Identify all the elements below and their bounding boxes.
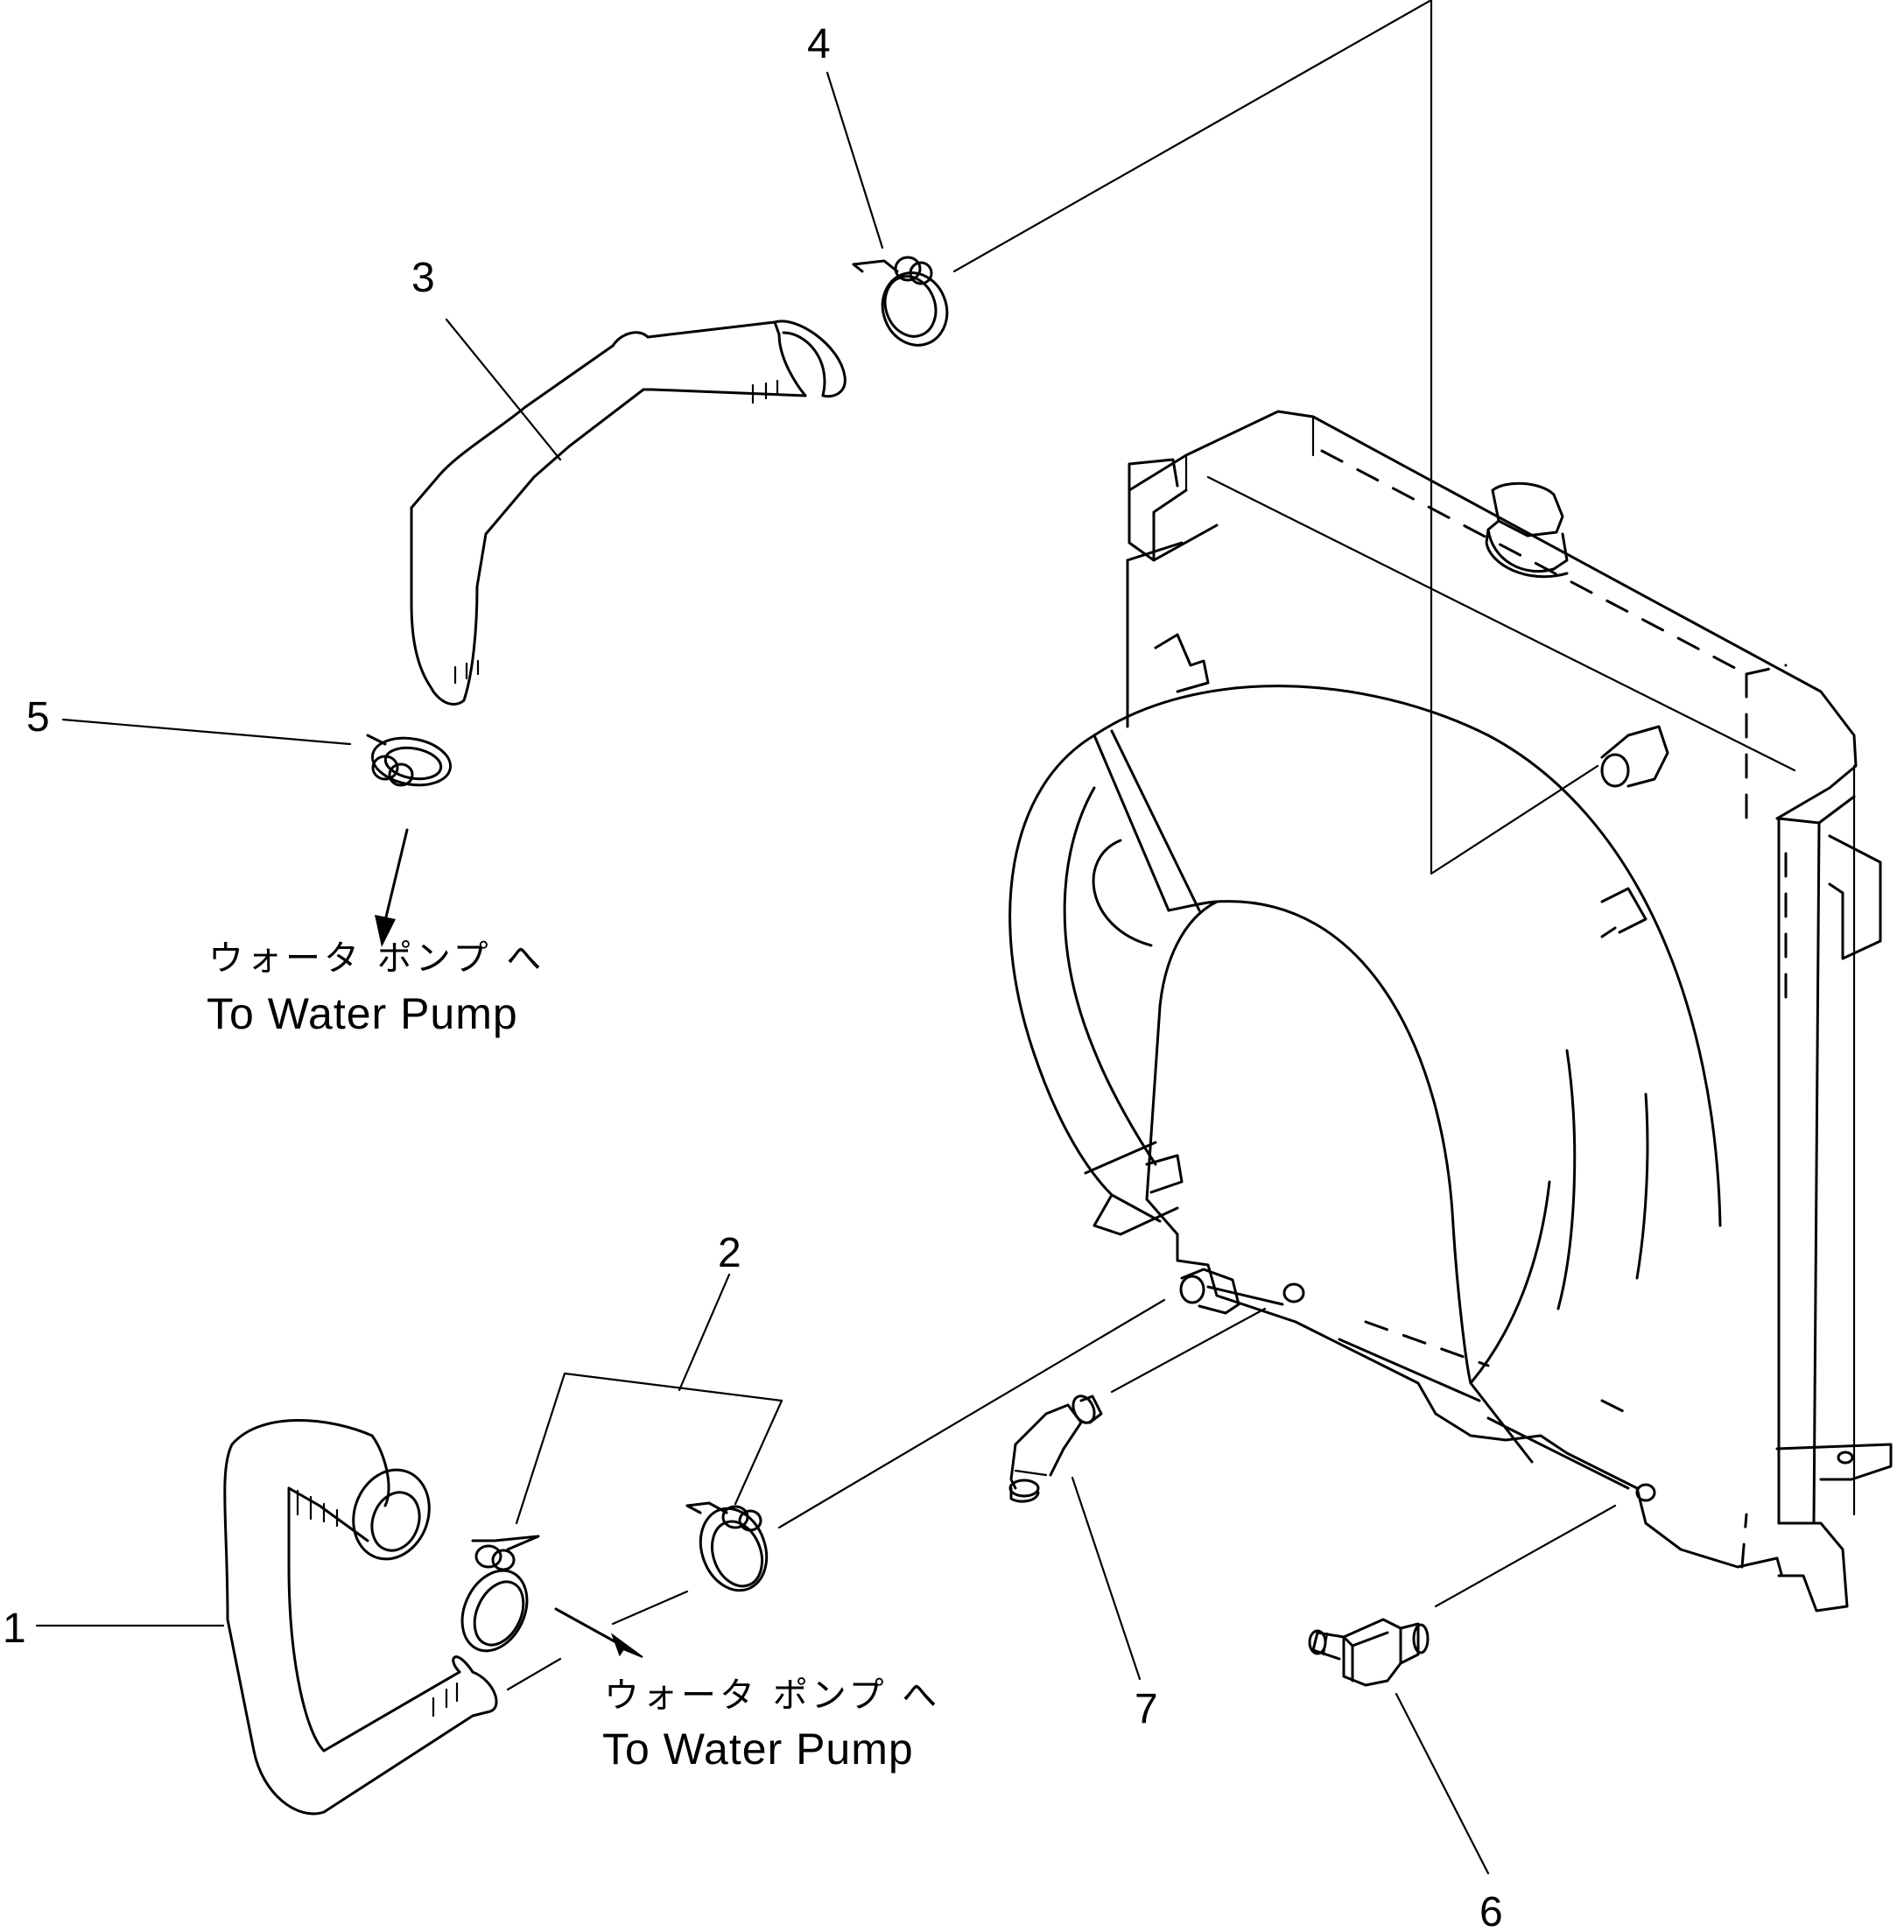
drain-valve — [1308, 1618, 1430, 1687]
assembly-lines — [506, 0, 1617, 1691]
clamp-upper — [852, 256, 949, 347]
callout-4: 4 — [807, 21, 831, 67]
callout-7: 7 — [1135, 1686, 1158, 1732]
clamp-left — [366, 734, 453, 787]
label-upper-en: To Water Pump — [207, 989, 518, 1038]
hidden-lines — [1320, 449, 1788, 1569]
flow-arrow-upper — [375, 828, 409, 947]
fan-shroud — [1008, 633, 1722, 1464]
flow-arrow-lower — [554, 1607, 643, 1658]
callout-1: 1 — [3, 1605, 26, 1652]
radiator-lower-outlet — [1179, 1268, 1240, 1315]
clamps-lower-pair — [460, 1501, 769, 1653]
radiator-cap — [1485, 481, 1569, 579]
radiator-assembly — [1126, 410, 1893, 1612]
elbow-fitting — [1008, 1395, 1103, 1503]
callout-5: 5 — [26, 694, 50, 741]
upper-hose — [410, 320, 847, 706]
lower-hose — [223, 1419, 498, 1816]
label-lower-en: To Water Pump — [602, 1725, 914, 1774]
callout-2: 2 — [718, 1230, 741, 1276]
label-upper-jp: ウォータ ポンプ へ — [208, 938, 545, 979]
label-lower-jp: ウォータ ポンプ へ — [604, 1676, 940, 1716]
callout-6: 6 — [1479, 1889, 1503, 1932]
callout-3: 3 — [411, 255, 435, 301]
radiator-upper-outlet — [1600, 725, 1669, 788]
leader-lines — [35, 71, 1490, 1875]
